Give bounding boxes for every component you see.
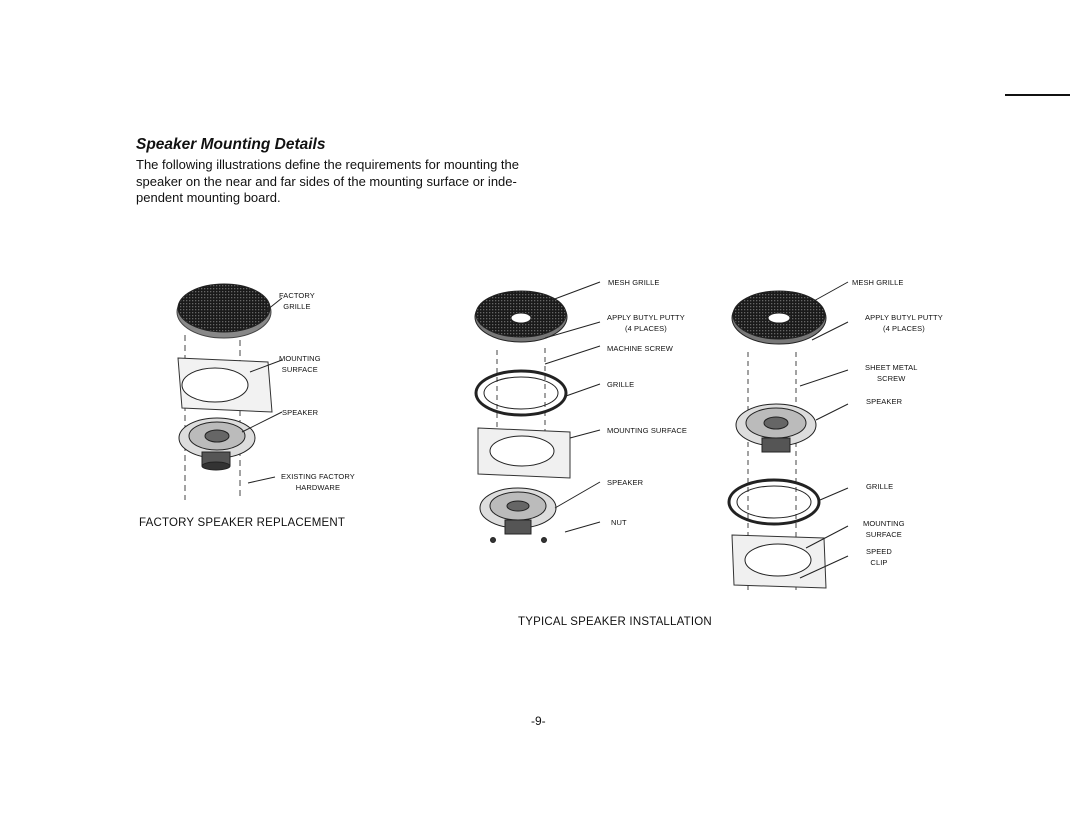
label-grille: GRILLE — [866, 482, 894, 491]
label-butyl-putty-line1: APPLY BUTYL PUTTY — [607, 313, 685, 322]
header-rule — [1005, 94, 1070, 96]
caption-factory-replacement: FACTORY SPEAKER REPLACEMENT — [139, 517, 346, 529]
label-speed-clip-line2: CLIP — [870, 557, 888, 567]
label-sheet-metal-screw-line1: SHEET METAL — [865, 363, 918, 372]
label-butyl-putty-line2: (4 PLACES) — [882, 323, 925, 333]
label-speaker: SPEAKER — [866, 397, 903, 406]
label-existing-hardware-line1: EXISTING FACTORY — [281, 472, 355, 481]
label-factory-grille-line2: GRILLE — [283, 301, 311, 311]
label-machine-screw: MACHINE SCREW — [607, 344, 673, 353]
intro-paragraph: The following illustrations define the r… — [136, 157, 519, 205]
label-butyl-putty: APPLY BUTYL PUTTY (4 PLACES) — [607, 313, 685, 334]
label-butyl-putty: APPLY BUTYL PUTTY (4 PLACES) — [865, 313, 943, 334]
label-mounting-surface: MOUNTING SURFACE — [607, 426, 687, 435]
label-mounting-surface-line2: SURFACE — [865, 529, 902, 539]
label-existing-hardware-line2: HARDWARE — [295, 482, 341, 492]
label-speaker: SPEAKER — [607, 478, 644, 487]
label-butyl-putty-line1: APPLY BUTYL PUTTY — [865, 313, 943, 322]
page-title: Speaker Mounting Details — [136, 136, 326, 153]
label-mounting-surface-line1: MOUNTING — [279, 354, 321, 363]
label-butyl-putty-line2: (4 PLACES) — [624, 323, 667, 333]
label-mesh-grille: MESH GRILLE — [608, 278, 660, 287]
label-speaker: SPEAKER — [282, 408, 319, 417]
label-sheet-metal-screw: SHEET METAL SCREW — [865, 363, 918, 384]
label-grille: GRILLE — [607, 380, 635, 389]
label-mounting-surface-line2: SURFACE — [281, 364, 318, 374]
label-mesh-grille: MESH GRILLE — [852, 278, 904, 287]
label-speed-clip-line1: SPEED — [866, 547, 892, 556]
factory-replacement-drawing — [176, 283, 283, 500]
label-nut: NUT — [611, 518, 627, 527]
label-mounting-surface-line1: MOUNTING — [863, 519, 905, 528]
label-mounting-surface: MOUNTING SURFACE — [279, 354, 321, 375]
label-factory-grille: FACTORY GRILLE — [279, 291, 315, 312]
label-existing-hardware: EXISTING FACTORY HARDWARE — [281, 472, 355, 493]
label-mounting-surface: MOUNTING SURFACE — [863, 519, 905, 540]
label-sheet-metal-screw-line2: SCREW — [877, 373, 906, 383]
page-number: -9- — [531, 714, 546, 728]
near-side-installation-drawing — [474, 281, 601, 543]
label-factory-grille-line1: FACTORY — [279, 291, 315, 300]
far-side-installation-drawing — [727, 281, 849, 590]
label-speed-clip: SPEED CLIP — [866, 547, 892, 568]
caption-typical-installation: TYPICAL SPEAKER INSTALLATION — [518, 616, 712, 628]
